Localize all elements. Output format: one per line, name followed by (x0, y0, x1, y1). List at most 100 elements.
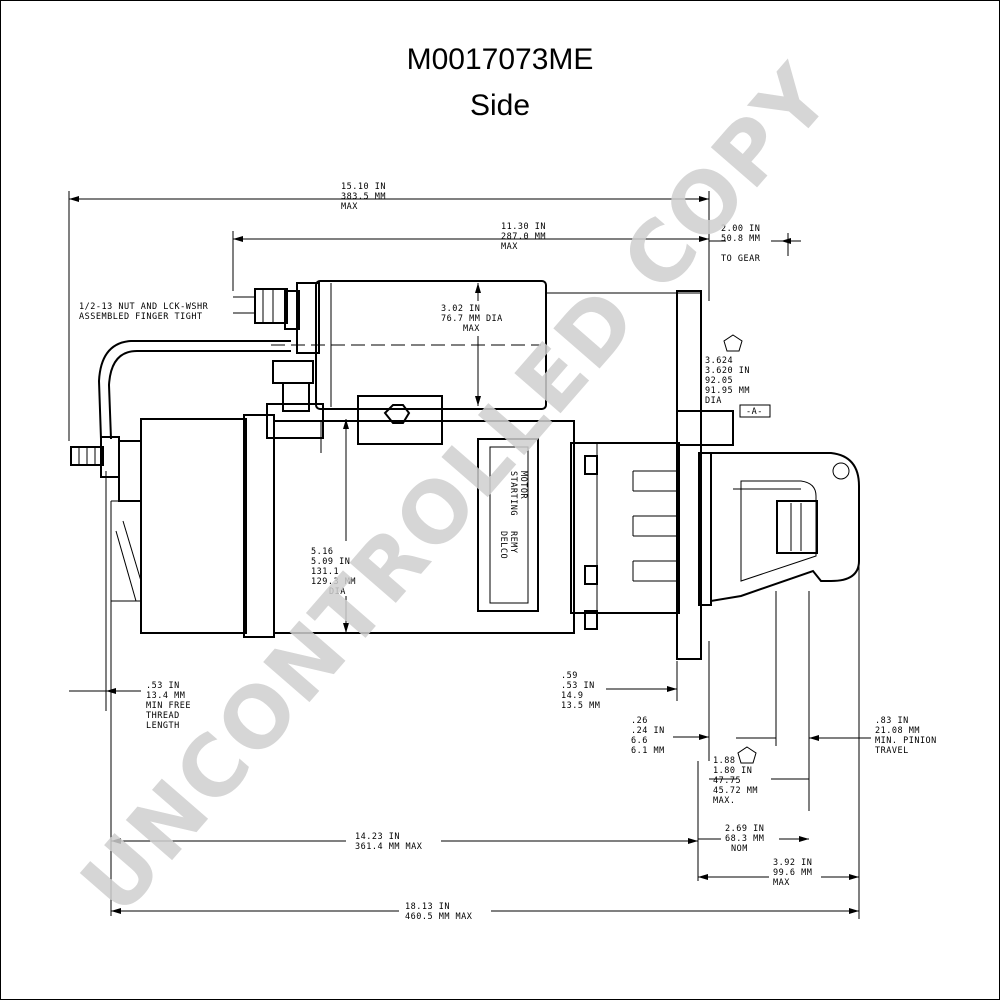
svg-text:2.00 IN: 2.00 IN (721, 224, 760, 234)
svg-text:2.69 IN: 2.69 IN (725, 824, 764, 834)
text-solenoid-dia: 3.02 IN 76.7 MM DIA MAX (441, 304, 503, 334)
svg-text:460.5 MM MAX: 460.5 MM MAX (405, 912, 473, 922)
dim-overall-max (68, 191, 710, 441)
svg-text:14.23 IN: 14.23 IN (355, 832, 400, 842)
svg-text:MAX: MAX (773, 878, 790, 888)
commutator-end (70, 436, 142, 602)
drawing-title: M0017073ME (406, 43, 594, 76)
dim-nose-length (698, 836, 809, 842)
svg-text:DIA: DIA (329, 587, 346, 597)
svg-text:NOM: NOM (731, 844, 748, 854)
pentagon-datum-icon (737, 746, 757, 764)
svg-text:47.75: 47.75 (713, 776, 741, 786)
text-overall-max: 15.10 IN 383.5 MM MAX (341, 182, 386, 212)
text-flange-gap: .26 .24 IN 6.6 6.1 MM (631, 716, 665, 756)
svg-text:18.13 IN: 18.13 IN (405, 902, 450, 912)
dim-nose-total (698, 491, 860, 919)
svg-text:6.6: 6.6 (631, 736, 648, 746)
svg-text:91.95 MM: 91.95 MM (705, 386, 750, 396)
svg-text:DIA: DIA (705, 396, 722, 406)
text-motor-length: 14.23 IN 361.4 MM MAX (355, 832, 423, 852)
svg-text:.26: .26 (631, 716, 648, 726)
svg-text:.53 IN: .53 IN (146, 681, 180, 691)
svg-text:131.1: 131.1 (311, 567, 339, 577)
svg-text:1.88: 1.88 (713, 756, 735, 766)
svg-text:3.624: 3.624 (705, 356, 733, 366)
drive-housing-nose (710, 452, 860, 603)
dim-pinion-travel (736, 591, 871, 811)
svg-text:14.9: 14.9 (561, 691, 583, 701)
text-to-gear: 2.00 IN 50.8 MM TO GEAR (721, 224, 761, 264)
text-nose-length: 2.69 IN 68.3 MM NOM (725, 824, 764, 854)
svg-text:129.3 MM: 129.3 MM (311, 577, 356, 587)
svg-text:.83 IN: .83 IN (875, 716, 909, 726)
text-pinion-offset: 1.88 1.80 IN 47.75 45.72 MM MAX. (713, 756, 758, 806)
svg-text:92.05: 92.05 (705, 376, 733, 386)
datum-a-label: -A- (746, 407, 763, 417)
text-total-length: 18.13 IN 460.5 MM MAX (405, 902, 473, 922)
svg-text:1/2-13 NUT AND LCK-WSHR: 1/2-13 NUT AND LCK-WSHR (79, 302, 209, 312)
text-thread-length: .53 IN 13.4 MM MIN FREE THREAD LENGTH (146, 681, 191, 731)
dim-frame-dia (343, 419, 349, 633)
drawing-subtitle: Side (469, 89, 531, 122)
svg-text:THREAD: THREAD (146, 711, 180, 721)
svg-text:45.72 MM: 45.72 MM (713, 786, 758, 796)
text-solenoid-length: 11.30 IN 287.0 MM MAX (501, 222, 546, 252)
svg-text:99.6 MM: 99.6 MM (773, 868, 812, 878)
svg-text:5.09 IN: 5.09 IN (311, 557, 350, 567)
svg-text:6.1 MM: 6.1 MM (631, 746, 665, 756)
svg-text:TO GEAR: TO GEAR (721, 254, 761, 264)
svg-text:50.8 MM: 50.8 MM (721, 234, 760, 244)
svg-text:13.4 MM: 13.4 MM (146, 691, 185, 701)
text-flange-thickness: .59 .53 IN 14.9 13.5 MM (561, 671, 600, 711)
svg-text:.53 IN: .53 IN (561, 681, 595, 691)
text-frame-dia: 5.16 5.09 IN 131.1 129.3 MM DIA (311, 547, 356, 597)
dim-flange-gap (673, 641, 710, 761)
svg-text:361.4 MM MAX: 361.4 MM MAX (355, 842, 423, 852)
svg-text:TRAVEL: TRAVEL (875, 746, 909, 756)
motor-frame (140, 403, 680, 638)
svg-text:.59: .59 (561, 671, 578, 681)
text-nut-note: 1/2-13 NUT AND LCK-WSHR ASSEMBLED FINGER… (79, 302, 209, 322)
label-plate-line-2: MOTOR (518, 471, 528, 499)
svg-text:MAX: MAX (501, 242, 518, 252)
svg-text:.24 IN: .24 IN (631, 726, 665, 736)
svg-text:ASSEMBLED FINGER TIGHT: ASSEMBLED FINGER TIGHT (79, 312, 203, 322)
pentagon-datum-icon (723, 334, 743, 352)
svg-text:MAX: MAX (341, 202, 358, 212)
svg-text:3.02 IN: 3.02 IN (441, 304, 480, 314)
label-plate-line-3: DELCO (498, 531, 508, 559)
svg-text:287.0 MM: 287.0 MM (501, 232, 546, 242)
svg-text:1.80 IN: 1.80 IN (713, 766, 752, 776)
label-plate-line-1: STARTING (508, 471, 518, 516)
dim-thread-length (69, 471, 141, 711)
svg-text:MAX: MAX (463, 324, 480, 334)
dim-flange-thickness (606, 661, 678, 701)
text-pilot-dia: 3.624 3.620 IN 92.05 91.95 MM DIA (705, 356, 750, 406)
svg-text:21.08 MM: 21.08 MM (875, 726, 920, 736)
dim-motor-length (110, 601, 699, 916)
text-nose-total: 3.92 IN 99.6 MM MAX (773, 858, 812, 888)
svg-text:MIN FREE: MIN FREE (146, 701, 191, 711)
svg-text:3.92 IN: 3.92 IN (773, 858, 812, 868)
drive-end-flange (676, 290, 734, 660)
svg-text:76.7 MM DIA: 76.7 MM DIA (441, 314, 503, 324)
datum-a-box (739, 404, 771, 418)
svg-text:15.10 IN: 15.10 IN (341, 182, 386, 192)
label-plate: STARTING MOTOR DELCO REMY (477, 438, 539, 612)
dim-total-length (111, 908, 859, 914)
svg-text:11.30 IN: 11.30 IN (501, 222, 546, 232)
solenoid (233, 280, 701, 412)
svg-text:3.620 IN: 3.620 IN (705, 366, 750, 376)
svg-text:MIN. PINION: MIN. PINION (875, 736, 937, 746)
svg-text:5.16: 5.16 (311, 547, 333, 557)
svg-text:13.5 MM: 13.5 MM (561, 701, 600, 711)
dim-solenoid-dia (475, 283, 481, 406)
svg-text:68.3 MM: 68.3 MM (725, 834, 764, 844)
svg-text:LENGTH: LENGTH (146, 721, 180, 731)
dim-solenoid-length (232, 231, 709, 291)
dim-to-gear (709, 233, 801, 256)
svg-text:383.5 MM: 383.5 MM (341, 192, 386, 202)
